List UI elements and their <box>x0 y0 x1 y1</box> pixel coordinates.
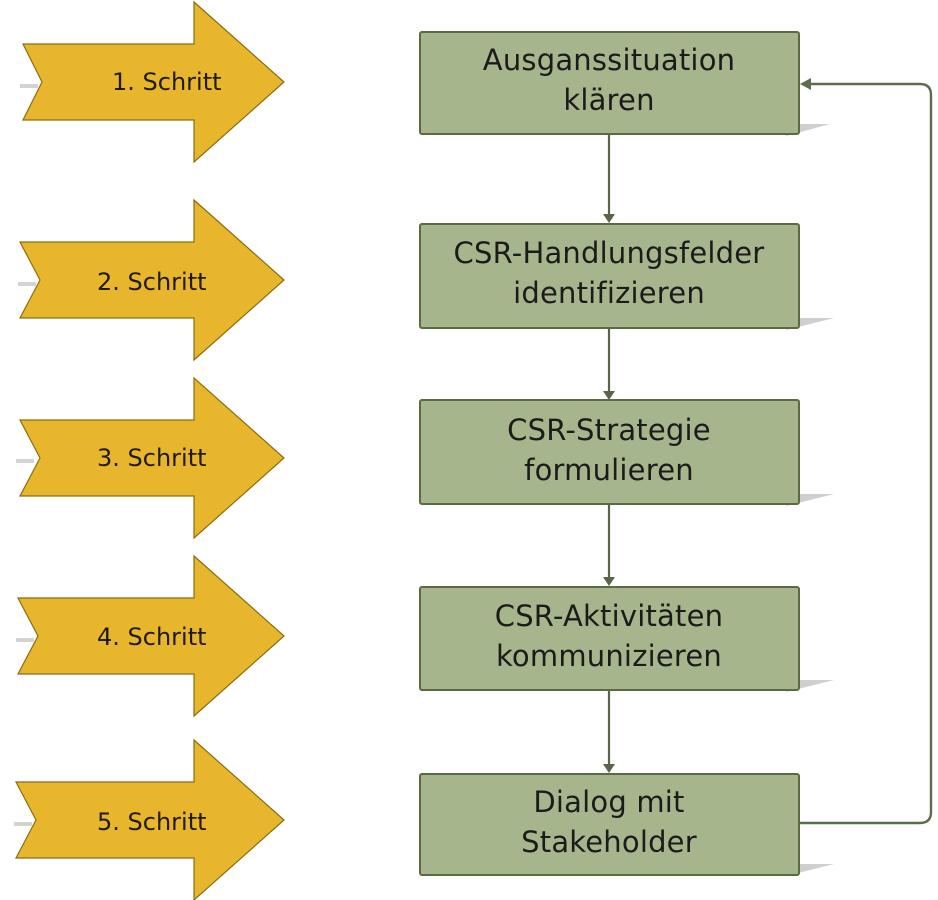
process-box-4-line-2: kommunizieren <box>496 639 722 673</box>
process-box-5-line-1: Dialog mit <box>533 785 684 819</box>
process-box-2-line-1: CSR-Handlungsfelder <box>454 236 765 270</box>
connector-1-2 <box>603 134 615 223</box>
process-box-1-line-2: klären <box>563 83 654 117</box>
step-label-1: 1. Schritt <box>112 68 222 96</box>
feedback-loop-arrow <box>799 78 933 825</box>
connector-2-3 <box>603 328 615 400</box>
process-box-5: Dialog mit Stakeholder <box>419 773 834 876</box>
step-arrow-4: 4. Schritt <box>16 554 285 718</box>
step-arrow-3: 3. Schritt <box>16 376 285 540</box>
process-box-3: CSR-Strategie formulieren <box>419 399 834 506</box>
process-box-2-line-2: identifizieren <box>513 276 705 310</box>
process-box-5-line-2: Stakeholder <box>521 825 697 859</box>
process-box-3-line-2: formulieren <box>524 453 694 487</box>
connector-4-5 <box>603 690 615 773</box>
connector-3-4 <box>603 504 615 586</box>
step-label-4: 4. Schritt <box>97 623 207 651</box>
step-arrow-1: 1. Schritt <box>20 0 285 164</box>
step-label-3: 3. Schritt <box>97 444 207 472</box>
step-label-2: 2. Schritt <box>97 268 207 296</box>
process-box-3-line-1: CSR-Strategie <box>507 413 711 447</box>
step-arrow-2: 2. Schritt <box>18 198 285 362</box>
process-box-2: CSR-Handlungsfelder identifizieren <box>419 223 834 330</box>
step-label-5: 5. Schritt <box>97 808 207 836</box>
step-arrow-5: 5. Schritt <box>14 738 285 900</box>
process-box-4: CSR-Aktivitäten kommunizieren <box>419 586 834 692</box>
process-box-1: Ausganssituation klären <box>419 31 830 136</box>
process-box-1-line-1: Ausganssituation <box>483 43 735 77</box>
process-box-4-line-1: CSR-Aktivitäten <box>495 599 723 633</box>
